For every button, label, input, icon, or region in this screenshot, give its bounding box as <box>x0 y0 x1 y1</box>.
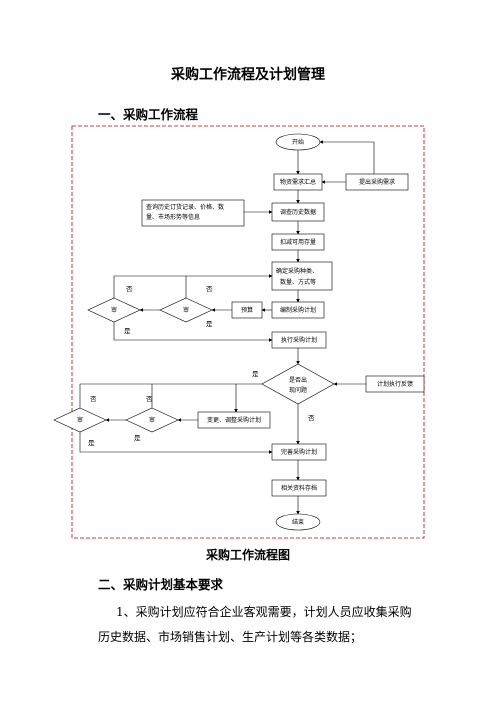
archive-label: 相关资料存档 <box>281 484 317 492</box>
deduct-stock-box <box>271 233 325 251</box>
document-title: 采购工作流程及计划管理 <box>171 67 325 83</box>
history-label-1: 查询历史订货记录、价格、数 <box>146 203 224 211</box>
section-heading-requirements: 二、采购计划基本要求 <box>98 577 224 592</box>
execute-label: 执行采购计划 <box>281 336 317 344</box>
change-label: 变更、调整采购计划 <box>207 416 261 424</box>
paragraph-1: 1、采购计划应符合企业客观需要，计划人员应收集采购历史数据、市场销售计划、生产计… <box>98 605 412 644</box>
no-label: 否 <box>206 285 213 293</box>
approve-diamond-4 <box>125 407 179 433</box>
approve-diamond-2 <box>159 297 213 323</box>
deduct-label: 扣减可用存量 <box>280 238 316 246</box>
no-label: 否 <box>146 395 153 403</box>
no-label: 否 <box>126 285 133 293</box>
compile-label: 编制采购计划 <box>280 306 316 314</box>
problem-label-2: 现问题 <box>289 386 307 394</box>
start-terminal <box>275 133 321 151</box>
history-label-2: 量、市场形势等信息 <box>146 213 200 221</box>
end-terminal <box>275 513 321 531</box>
yes-label: 是 <box>124 327 131 335</box>
collect-label: 物资需求汇总 <box>280 178 316 186</box>
approve-2-label: 审 <box>183 306 189 314</box>
submit-label: 提出采购需求 <box>359 178 395 186</box>
budget-label: 预算 <box>241 306 253 314</box>
flowchart-frame <box>71 125 425 539</box>
budget-box <box>231 301 263 319</box>
no-label: 否 <box>308 414 315 422</box>
start-label: 开始 <box>292 138 304 146</box>
submit-demand-box <box>345 173 409 191</box>
compile-plan-box <box>271 301 325 319</box>
section-heading-workflow: 一、采购工作流程 <box>98 107 199 122</box>
yes-label: 是 <box>252 370 259 378</box>
history-info-box <box>141 199 245 227</box>
execute-plan-box <box>271 331 327 349</box>
approve-1-label: 审 <box>111 306 117 314</box>
feedback-box <box>365 375 425 393</box>
yes-label: 是 <box>134 434 141 442</box>
problem-decision-diamond <box>261 363 335 405</box>
determine-label-2: 数量、方式等 <box>280 278 316 286</box>
no-label: 否 <box>90 395 97 403</box>
approve-diamond-3 <box>53 407 107 433</box>
archive-box <box>271 479 327 497</box>
end-label: 结束 <box>292 518 304 526</box>
problem-label-1: 是否出 <box>289 376 307 384</box>
approve-3-label: 审 <box>77 416 83 424</box>
feedback-label: 计划执行反馈 <box>377 380 413 388</box>
complete-label: 完善采购计划 <box>281 448 317 456</box>
flowchart-caption: 采购工作流程图 <box>205 548 290 562</box>
change-plan-box <box>197 411 271 429</box>
determine-label-1: 确定采购种类、 <box>276 267 318 275</box>
approve-4-label: 审 <box>149 416 155 424</box>
complete-plan-box <box>271 443 327 461</box>
review-history-box <box>271 202 325 222</box>
review-label: 调查历史数据 <box>280 208 316 216</box>
collect-demand-box <box>273 173 323 191</box>
determine-box <box>271 261 333 291</box>
yes-label: 是 <box>206 320 213 328</box>
approve-diamond-1 <box>87 297 141 323</box>
yes-label: 是 <box>88 439 95 447</box>
